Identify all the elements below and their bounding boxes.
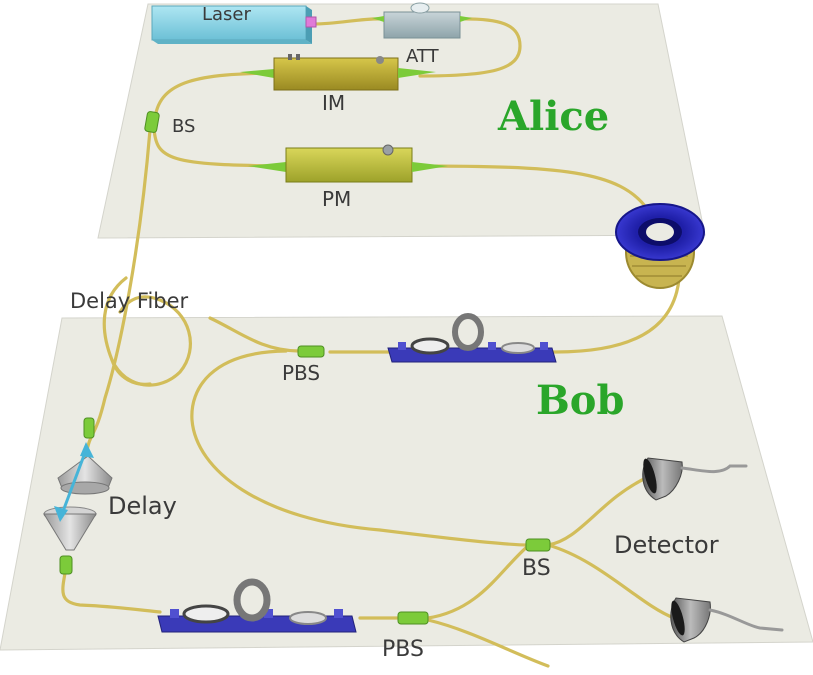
bob-board <box>0 315 813 651</box>
delay-label: Delay <box>108 492 177 520</box>
detector-bottom <box>670 597 784 643</box>
alice-title: Alice <box>497 93 609 140</box>
bob-pbs-bottom-label: PBS <box>382 637 424 662</box>
alice-board <box>97 3 706 239</box>
delay-adjust-arrow-icon[interactable] <box>54 442 94 522</box>
bob-bs-label: BS <box>522 556 551 581</box>
att-label: ATT <box>406 46 440 67</box>
bob-title: Bob <box>536 377 624 424</box>
attenuator <box>372 2 472 39</box>
laser-label: Laser <box>202 4 252 25</box>
bob-beam-splitter <box>525 538 551 552</box>
im-label: IM <box>322 91 345 115</box>
polarization-controller-bottom <box>157 578 357 633</box>
laser-output-port <box>305 16 317 28</box>
bob-pbs-top <box>297 345 325 358</box>
pm-label: PM <box>322 187 351 211</box>
delay-fiber-label: Delay Fiber <box>70 289 189 313</box>
intensity-modulator <box>240 54 436 91</box>
laser-box <box>151 5 317 44</box>
fiber-spool <box>615 203 705 289</box>
detector-top <box>642 457 748 501</box>
alice-bs-label: BS <box>172 116 195 137</box>
bob-pbs-bottom <box>397 611 429 625</box>
alice-beam-splitter <box>144 111 160 133</box>
detector-label: Detector <box>614 531 719 559</box>
polarization-controller-top <box>387 313 557 363</box>
bob-pbs-top-label: PBS <box>282 361 320 385</box>
phase-modulator <box>248 144 448 183</box>
